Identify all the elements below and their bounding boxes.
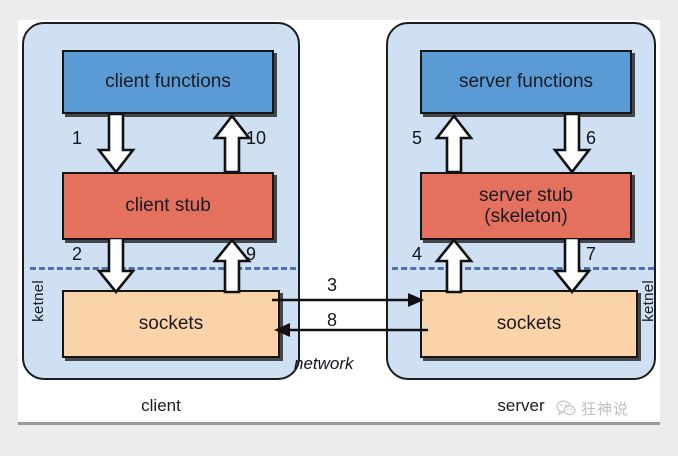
watermark-text: 狂神说 (581, 400, 630, 418)
arrow-client-stub-to-functions (212, 114, 252, 174)
server-caption: server (497, 396, 545, 415)
client-kernel-label: ketnel (30, 280, 47, 322)
step-label-10: 10 (246, 128, 267, 148)
step-label-9: 9 (246, 244, 257, 264)
network-step-label-3: 3 (327, 275, 338, 295)
network-step-label-8: 8 (327, 310, 338, 330)
server-functions-box: server functions (420, 50, 632, 114)
arrow-client-functions-to-stub (96, 114, 136, 174)
client-kernel-divider (30, 267, 296, 270)
network-caption: network (294, 354, 354, 373)
network-links (272, 293, 428, 337)
client-stub-box: client stub (62, 172, 274, 240)
arrow-client-stub-to-sockets (96, 238, 136, 294)
watermark: 狂神说 (556, 398, 629, 419)
arrow-client-sockets-to-stub (212, 238, 252, 294)
step-label-6: 6 (586, 128, 597, 148)
arrow-server-sockets-to-stub (434, 238, 474, 294)
server-stub-line2: (skeleton) (484, 206, 568, 227)
server-stub-line1: server stub (479, 184, 573, 206)
step-label-4: 4 (412, 244, 423, 264)
card-bottom-rule (18, 422, 660, 425)
client-panel: client functions client stub sockets 1 1… (22, 22, 300, 380)
server-sockets-box: sockets (420, 290, 638, 358)
step-label-5: 5 (412, 128, 423, 148)
client-functions-box: client functions (62, 50, 274, 114)
client-sockets-box: sockets (62, 290, 280, 358)
server-kernel-divider (392, 267, 654, 270)
server-panel: server functions server stub (skeleton) … (386, 22, 657, 380)
step-label-2: 2 (72, 244, 83, 264)
server-kernel-label: ketnel (640, 280, 657, 322)
wechat-icon (556, 400, 576, 416)
step-label-7: 7 (586, 244, 597, 264)
arrow-server-stub-to-sockets (552, 238, 592, 294)
client-caption: client (141, 396, 181, 415)
step-label-1: 1 (72, 128, 83, 148)
server-stub-box: server stub (skeleton) (420, 172, 632, 240)
arrow-server-functions-to-stub (552, 114, 592, 174)
arrow-server-stub-to-functions (434, 114, 474, 174)
